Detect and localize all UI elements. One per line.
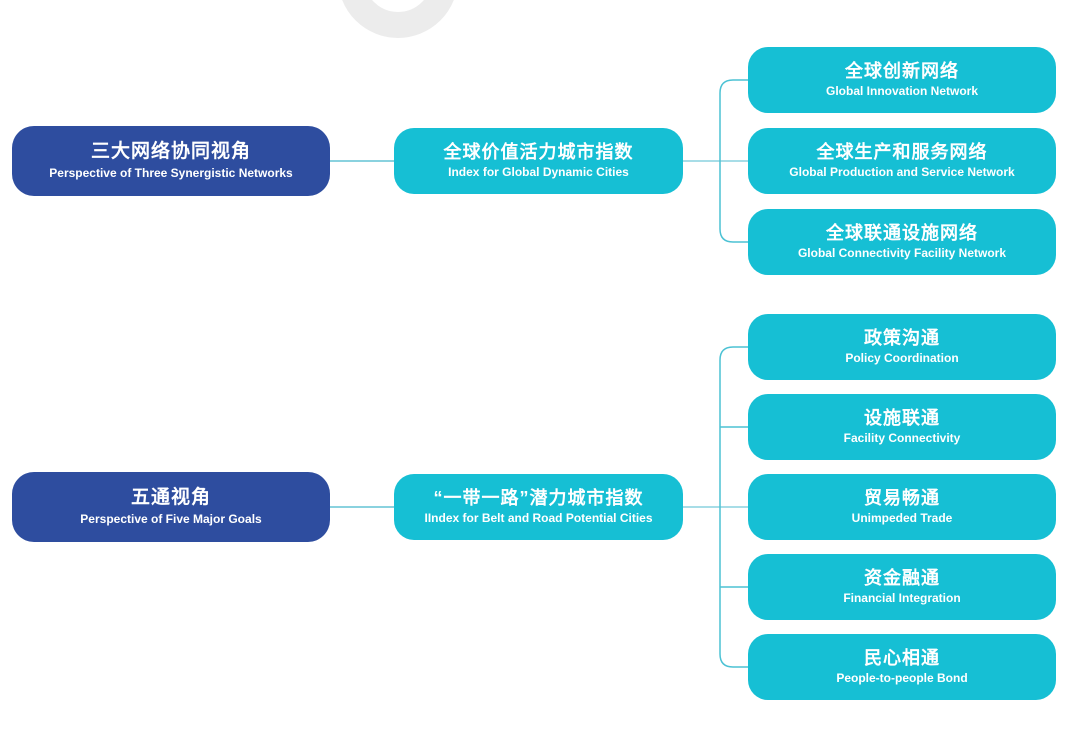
node-subtitle-en: Policy Coordination xyxy=(845,351,959,366)
node-perspective-three-networks: 三大网络协同视角 Perspective of Three Synergisti… xyxy=(12,126,330,196)
node-title-zh: 全球价值活力城市指数 xyxy=(443,141,634,162)
node-title-zh: 全球联通设施网络 xyxy=(826,222,978,243)
node-index-global-dynamic-cities: 全球价值活力城市指数 Index for Global Dynamic Citi… xyxy=(394,128,683,194)
node-title-zh: 政策沟通 xyxy=(864,327,940,348)
node-title-zh: 全球生产和服务网络 xyxy=(816,141,988,162)
node-unimpeded-trade: 贸易畅通 Unimpeded Trade xyxy=(748,474,1056,540)
node-title-zh: “一带一路”潜力城市指数 xyxy=(433,487,644,508)
node-title-zh: 民心相通 xyxy=(864,647,940,668)
node-subtitle-en: Unimpeded Trade xyxy=(851,511,953,526)
node-title-zh: 资金融通 xyxy=(864,567,940,588)
node-title-zh: 三大网络协同视角 xyxy=(90,141,251,163)
node-subtitle-en: Global Innovation Network xyxy=(825,84,978,99)
node-global-connectivity-facility-network: 全球联通设施网络 Global Connectivity Facility Ne… xyxy=(748,209,1056,275)
node-global-production-service-network: 全球生产和服务网络 Global Production and Service … xyxy=(748,128,1056,194)
node-title-zh: 设施联通 xyxy=(864,407,940,428)
node-global-innovation-network: 全球创新网络 Global Innovation Network xyxy=(748,47,1056,113)
node-policy-coordination: 政策沟通 Policy Coordination xyxy=(748,314,1056,380)
node-subtitle-en: Facility Connectivity xyxy=(843,431,961,446)
node-financial-integration: 资金融通 Financial Integration xyxy=(748,554,1056,620)
node-subtitle-en: Index for Global Dynamic Cities xyxy=(448,165,629,180)
node-subtitle-en: Perspective of Three Synergistic Network… xyxy=(49,166,293,181)
node-subtitle-en: Financial Integration xyxy=(843,591,961,606)
node-title-zh: 全球创新网络 xyxy=(845,60,959,81)
node-title-zh: 贸易畅通 xyxy=(864,487,940,508)
node-subtitle-en: People-to-people Bond xyxy=(836,671,968,686)
node-facility-connectivity: 设施联通 Facility Connectivity xyxy=(748,394,1056,460)
node-people-to-people-bond: 民心相通 People-to-people Bond xyxy=(748,634,1056,700)
node-subtitle-en: IIndex for Belt and Road Potential Citie… xyxy=(424,511,653,526)
node-perspective-five-goals: 五通视角 Perspective of Five Major Goals xyxy=(12,472,330,542)
node-index-belt-road-potential-cities: “一带一路”潜力城市指数 IIndex for Belt and Road Po… xyxy=(394,474,683,540)
node-subtitle-en: Global Production and Service Network xyxy=(789,165,1015,180)
node-subtitle-en: Global Connectivity Facility Network xyxy=(797,246,1007,261)
node-subtitle-en: Perspective of Five Major Goals xyxy=(80,512,262,527)
node-title-zh: 五通视角 xyxy=(130,487,211,509)
